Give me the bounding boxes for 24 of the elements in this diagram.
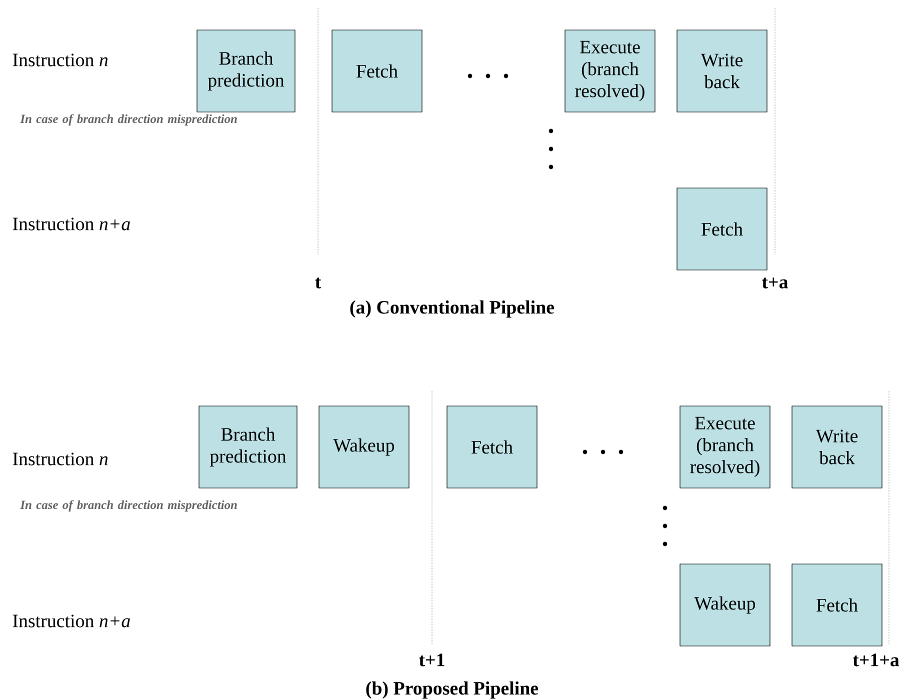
row-label: Instruction n+a — [12, 218, 130, 230]
note-text: In case of branch direction misprediction — [20, 500, 237, 512]
stage-box: Wakeup — [318, 406, 410, 488]
stage-box: Execute (branch resolved) — [680, 406, 770, 488]
stage-box: Fetch — [676, 188, 768, 270]
stage-box: Fetch — [446, 406, 538, 488]
row-label: Instruction n — [12, 452, 108, 466]
caption: (a) Conventional Pipeline — [350, 300, 554, 318]
stage-box: Fetch — [792, 564, 882, 646]
stage-box: Branch prediction — [198, 406, 298, 488]
row-label: Instruction n+a — [12, 614, 130, 628]
stage-box: Wakeup — [680, 564, 770, 646]
stage-box: Fetch — [332, 30, 422, 112]
time-label: t+1+a — [852, 654, 900, 666]
time-label: t+1 — [419, 654, 444, 666]
time-label: t+a — [762, 278, 788, 288]
row-label: Instruction n — [12, 54, 108, 66]
caption: (b) Proposed Pipeline — [366, 681, 538, 699]
stage-box: Execute (branch resolved) — [564, 30, 656, 112]
time-label: t — [315, 278, 322, 288]
stage-box: Branch prediction — [196, 30, 296, 112]
stage-box: Write back — [676, 30, 768, 112]
stage-box: Write back — [792, 406, 882, 488]
note-text: In case of branch direction misprediction — [20, 114, 237, 126]
